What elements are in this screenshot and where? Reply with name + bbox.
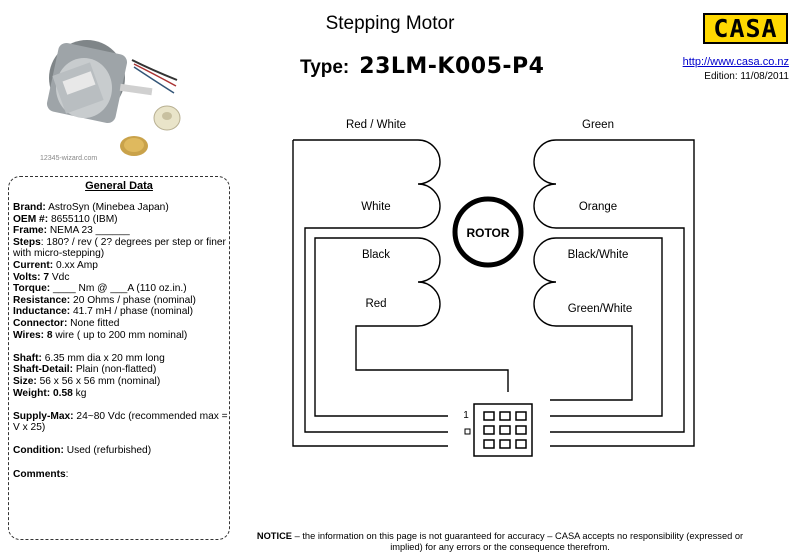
type-label: Type: (300, 57, 350, 78)
spec-list: Brand: AstroSyn (Minebea Japan) OEM #: 8… (13, 202, 228, 480)
label-black-white: Black/White (568, 249, 629, 261)
motor-type: Type: 23LM-K005-P4 (300, 53, 544, 79)
spec-steps: Steps: 180? / rev ( 2? degrees per step … (13, 236, 226, 260)
rotor-label: ROTOR (466, 226, 509, 240)
motor-photo (12, 20, 187, 168)
label-green-white: Green/White (568, 303, 633, 315)
spec-oem: OEM #: 8655110 (IBM) (13, 213, 118, 225)
spec-wires: Wires: 8 wire ( up to 200 mm nominal) (13, 329, 188, 341)
spec-brand: Brand: AstroSyn (Minebea Japan) (13, 202, 169, 213)
spec-condition: Condition: Used (refurbished) (13, 445, 152, 457)
label-red-white: Red / White (346, 119, 406, 131)
edition-date: Edition: 11/08/2011 (704, 71, 789, 82)
spec-weight: Weight: 0.58 kg (13, 387, 87, 399)
spec-comments: Comments: (13, 468, 69, 480)
pin-one-label: 1 (463, 410, 469, 421)
spec-connector: Connector: None fitted (13, 317, 120, 329)
photo-caption: 12345-wizard.com (40, 155, 98, 162)
casa-logo: CASA (703, 13, 788, 44)
spec-supply: Supply-Max: 24~80 Vdc (recommended max =… (13, 410, 228, 434)
type-value: 23LM-K005-P4 (359, 54, 545, 79)
general-data-panel (8, 176, 230, 540)
spec-torque: Torque: ____ Nm @ ___A (110 oz.in.) (13, 283, 187, 295)
page-title: Stepping Motor (325, 13, 455, 34)
general-data-title: General Data (85, 180, 153, 192)
spec-volts: Volts: 7 Vdc (13, 271, 70, 283)
pin-marker (464, 428, 471, 435)
spec-inductance: Inductance: 41.7 mH / phase (nominal) (13, 306, 194, 318)
spec-resistance: Resistance: 20 Ohms / phase (nominal) (13, 294, 196, 306)
spec-frame: Frame: NEMA 23 ______ (13, 225, 130, 237)
rotor-circle (452, 196, 524, 268)
label-black: Black (362, 249, 390, 261)
website-link[interactable]: http://www.casa.co.nz (682, 56, 789, 68)
label-orange: Orange (579, 201, 617, 213)
label-red: Red (365, 298, 386, 310)
label-white: White (361, 201, 390, 213)
label-green: Green (582, 119, 614, 131)
spec-shaft: Shaft: 6.35 mm dia x 20 mm long (13, 352, 165, 364)
disclaimer-notice: NOTICE – the information on this page is… (256, 531, 744, 552)
spec-current: Current: 0.xx Amp (13, 259, 98, 271)
spec-shaft-detail: Shaft-Detail: Plain (non-flatted) (13, 364, 157, 376)
spec-size: Size: 56 x 56 x 56 mm (nominal) (13, 375, 161, 387)
